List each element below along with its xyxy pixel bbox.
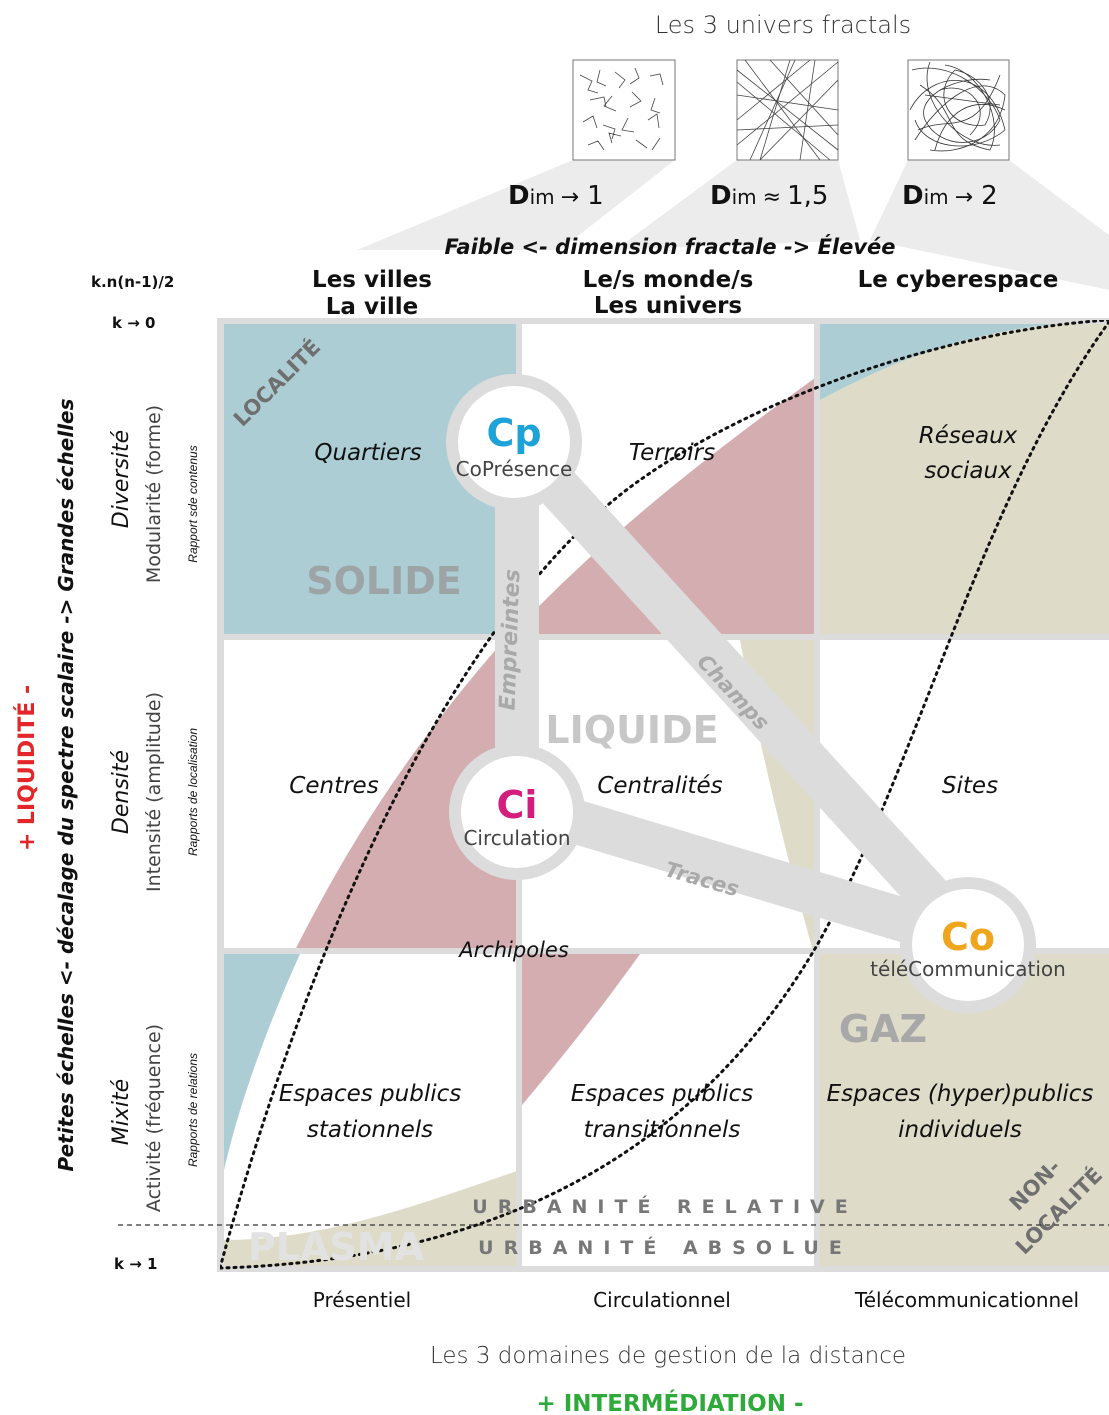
column-header-villes-2: La ville — [326, 294, 418, 320]
beam-3 — [870, 160, 1109, 290]
fractal-thumbnail-3 — [907, 59, 1010, 161]
formula-label: k.n(n-1)/2 — [91, 273, 174, 291]
cell-archipoles: Archipoles — [457, 938, 569, 962]
column-header-mondes-1: Le/s monde/s — [583, 267, 754, 293]
cell-ep-stationnels-1: Espaces publics — [279, 1081, 462, 1107]
liquid-lens-curves — [220, 320, 1109, 1270]
svg-text:Diversité: Diversité — [109, 430, 134, 528]
node-circulation-label: Circulation — [463, 826, 570, 850]
node-circulation: Ci Circulation — [449, 744, 585, 880]
dim-label-1: Dim→1 — [508, 181, 604, 211]
cell-centralites: Centralités — [597, 773, 722, 799]
state-liquide: LIQUIDE — [545, 708, 718, 752]
node-telecommunication-code: Co — [941, 915, 995, 959]
liquid-region-r2c1 — [296, 640, 516, 948]
r3c1-regions — [224, 954, 516, 1266]
fractal-thumbnail-1 — [572, 59, 676, 161]
cell-reseaux-1: Réseaux — [919, 423, 1018, 449]
row-label-diversite: Diversité Modularité (forme) Rapport sde… — [109, 405, 200, 583]
fractal-title: Les 3 univers fractals — [655, 11, 911, 39]
svg-text:Rapport sde contenus: Rapport sde contenus — [186, 445, 200, 562]
cell-ep-transitionnels-2: transitionnels — [584, 1117, 741, 1143]
svg-text:Dim≈1,5: Dim≈1,5 — [710, 181, 828, 211]
state-plasma: PLASMA — [248, 1225, 425, 1269]
node-copresence-code: Cp — [486, 411, 541, 455]
svg-text:Rapports de relations: Rapports de relations — [186, 1053, 200, 1167]
axis-echelles: Petites échelles <- décalage du spectre … — [54, 398, 78, 1171]
axis-liquidite: + LIQUIDITÉ - — [14, 685, 40, 851]
domain-telecommunicationnel: Télécommunicationnel — [854, 1288, 1079, 1312]
cell-centres: Centres — [289, 773, 378, 799]
urbanite-absolue: URBANITÉ ABSOLUE — [478, 1236, 852, 1259]
column-header-mondes-2: Les univers — [594, 293, 742, 319]
dim-label-3: Dim→2 — [902, 181, 998, 211]
axis-intermediation: + INTERMÉDIATION - — [536, 1389, 803, 1415]
cell-quartiers: Quartiers — [314, 440, 421, 466]
liquid-region-r1c2 — [522, 378, 814, 634]
svg-text:Dim→1: Dim→1 — [508, 181, 604, 211]
liquid-region-r3c2 — [522, 954, 640, 1105]
domain-circulationnel: Circulationnel — [593, 1288, 731, 1312]
urbanite-relative: URBANITÉ RELATIVE — [472, 1195, 857, 1218]
column-header-cyberespace: Le cyberespace — [858, 267, 1059, 293]
node-telecommunication: Co téléCommunication — [870, 877, 1066, 1013]
svg-text:Mixité: Mixité — [109, 1079, 134, 1145]
beam-1 — [357, 160, 675, 250]
beam-2 — [615, 160, 860, 250]
svg-text:Activité (fréquence): Activité (fréquence) — [143, 1024, 165, 1212]
k-bottom-label: k → 1 — [114, 1255, 157, 1273]
bottom-caption: Les 3 domaines de gestion de la distance — [430, 1343, 906, 1369]
svg-text:Modularité (forme): Modularité (forme) — [143, 405, 165, 583]
cell-ep-hyperpublics-2: individuels — [898, 1117, 1022, 1143]
dim-label-2: Dim≈1,5 — [710, 181, 828, 211]
domain-presentiel: Présentiel — [313, 1288, 411, 1312]
cell-ep-stationnels-2: stationnels — [307, 1117, 433, 1143]
svg-text:Rapports de localisation: Rapports de localisation — [186, 728, 200, 856]
state-solide: SOLIDE — [306, 559, 462, 603]
fractal-thumbnail-2 — [736, 59, 839, 161]
row-label-densite: Densité Intensité (amplitude) Rapports d… — [109, 692, 200, 892]
node-circulation-code: Ci — [497, 783, 538, 827]
node-copresence: Cp CoPrésence — [446, 374, 582, 510]
cell-reseaux-2: sociaux — [924, 458, 1012, 484]
cell-ep-hyperpublics-1: Espaces (hyper)publics — [827, 1081, 1094, 1107]
svg-text:Densité: Densité — [109, 750, 134, 834]
node-telecommunication-label: téléCommunication — [870, 957, 1066, 981]
column-header-villes-1: Les villes — [312, 267, 432, 293]
row-label-mixite: Mixité Activité (fréquence) Rapports de … — [109, 1024, 200, 1212]
state-gaz: GAZ — [839, 1007, 927, 1051]
k-top-label: k → 0 — [112, 314, 155, 332]
link-empreintes: Empreintes — [496, 569, 526, 711]
cell-terroirs: Terroirs — [629, 440, 715, 466]
svg-text:Dim→2: Dim→2 — [902, 181, 998, 211]
r1c3-regions — [820, 324, 1109, 634]
node-copresence-label: CoPrésence — [456, 457, 573, 481]
fractal-axis-label: Faible <- dimension fractale -> Élevée — [444, 234, 895, 259]
cell-ep-transitionnels-1: Espaces publics — [571, 1081, 754, 1107]
cell-sites: Sites — [942, 773, 998, 799]
svg-text:Intensité (amplitude): Intensité (amplitude) — [143, 692, 165, 892]
